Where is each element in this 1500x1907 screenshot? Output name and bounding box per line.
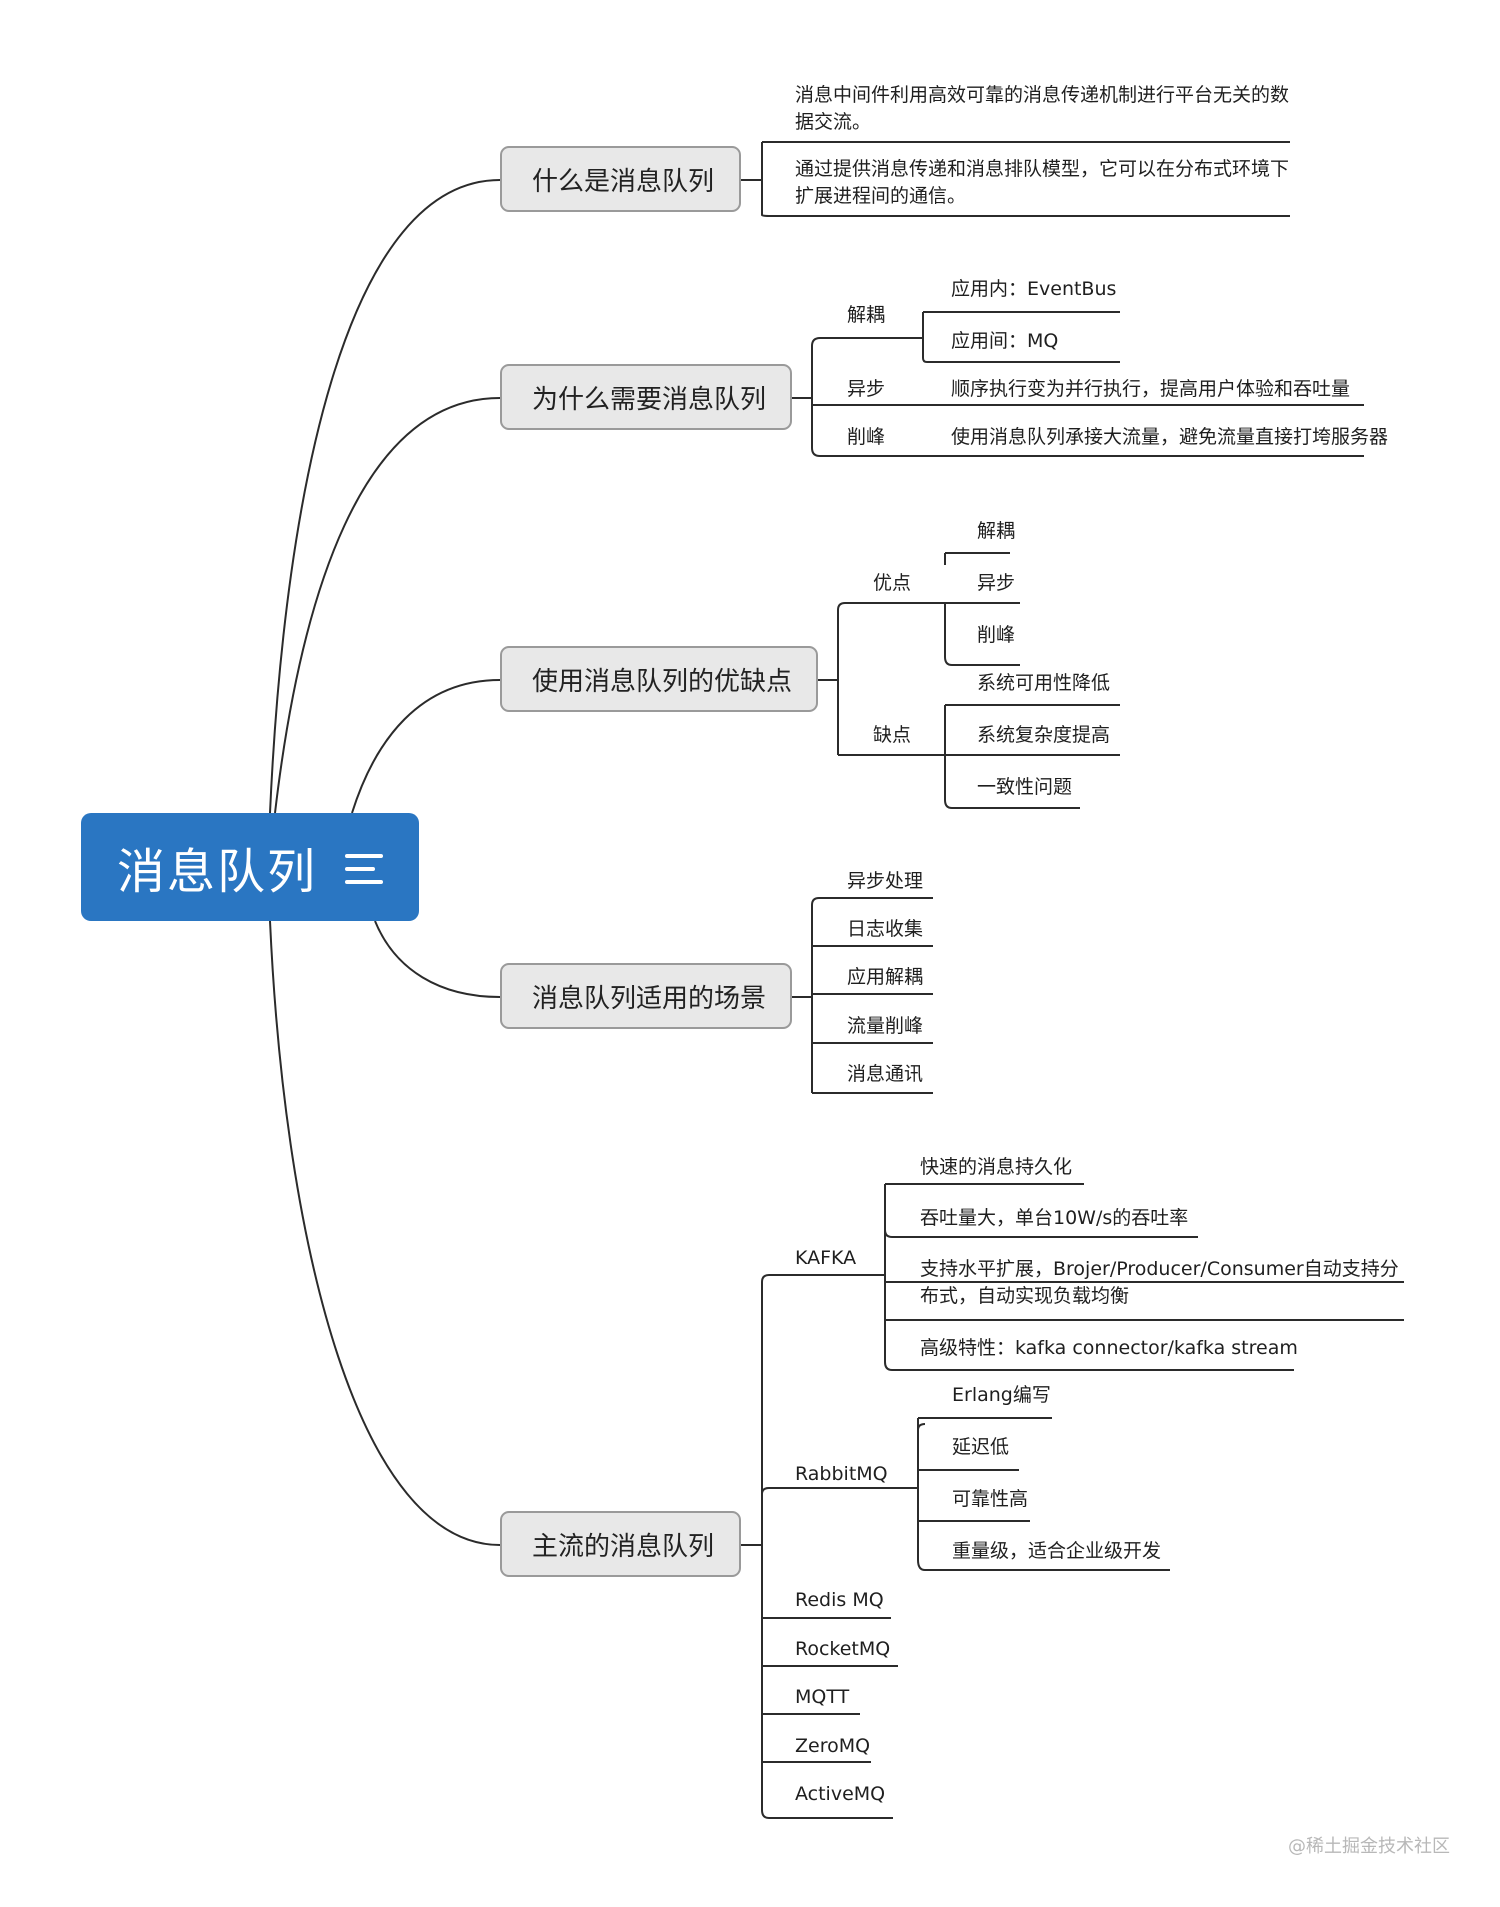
- watermark: @稀土掘金技术社区: [1288, 1836, 1450, 1857]
- rabbit-latency: 延迟低: [952, 1436, 1010, 1458]
- scenario-async: 异步处理: [847, 870, 924, 892]
- root-label: 消息队列: [116, 844, 317, 900]
- mq-kafka: KAFKA: [795, 1247, 857, 1269]
- menu-lines-icon: [345, 854, 383, 884]
- leaf-pro-decouple: 解耦: [977, 520, 1016, 542]
- mq-zeromq: ZeroMQ: [795, 1735, 871, 1757]
- mq-redis: Redis MQ: [795, 1589, 884, 1611]
- scenario-peak: 流量削峰: [847, 1015, 924, 1037]
- leaf-pro-peak: 削峰: [977, 624, 1016, 646]
- scenario-decouple: 应用解耦: [847, 966, 924, 988]
- branch-async: 异步: [847, 378, 886, 400]
- branch-cons: 缺点: [873, 724, 912, 746]
- leaf-mq: 应用间：MQ: [951, 330, 1059, 352]
- mq-mqtt: MQTT: [795, 1686, 850, 1708]
- topic-pros-cons[interactable]: 使用消息队列的优缺点: [500, 646, 818, 712]
- definition-line-2: 通过提供消息传递和消息排队模型，它可以在分布式环境下扩展进程间的通信。: [795, 158, 1290, 207]
- branch-decouple: 解耦: [847, 304, 886, 326]
- kafka-persist: 快速的消息持久化: [920, 1156, 1073, 1178]
- mq-activemq: ActiveMQ: [795, 1783, 886, 1805]
- leaf-con-complexity: 系统复杂度提高: [977, 724, 1111, 746]
- rabbit-heavy: 重量级，适合企业级开发: [952, 1540, 1162, 1562]
- definition-line-1: 消息中间件利用高效可靠的消息传递机制进行平台无关的数据交流。: [795, 84, 1290, 133]
- kafka-scaling: 支持水平扩展，Brojer/Producer/Consumer自动支持分布式，自…: [920, 1258, 1399, 1307]
- topic-why-mq[interactable]: 为什么需要消息队列: [500, 364, 792, 430]
- leaf-async-desc: 顺序执行变为并行执行，提高用户体验和吞吐量: [951, 378, 1351, 400]
- leaf-pro-async: 异步: [977, 572, 1016, 594]
- scenario-messaging: 消息通讯: [847, 1063, 924, 1085]
- topic-scenarios[interactable]: 消息队列适用的场景: [500, 963, 792, 1029]
- leaf-eventbus: 应用内：EventBus: [951, 278, 1117, 300]
- kafka-throughput: 吞吐量大，单台10W/s的吞吐率: [920, 1207, 1189, 1229]
- mq-rocketmq: RocketMQ: [795, 1638, 891, 1660]
- mq-rabbitmq: RabbitMQ: [795, 1463, 888, 1485]
- leaf-peak-desc: 使用消息队列承接大流量，避免流量直接打垮服务器: [951, 426, 1389, 448]
- rabbit-reliable: 可靠性高: [952, 1488, 1029, 1510]
- branch-peak: 削峰: [847, 426, 886, 448]
- leaf-con-consistency: 一致性问题: [977, 776, 1073, 798]
- leaf-con-availability: 系统可用性降低: [977, 672, 1111, 694]
- topic-what-is-mq[interactable]: 什么是消息队列: [500, 146, 741, 212]
- kafka-advanced: 高级特性：kafka connector/kafka stream: [920, 1337, 1298, 1359]
- scenario-log: 日志收集: [847, 918, 924, 940]
- root-node[interactable]: 消息队列: [81, 813, 419, 921]
- branch-pros: 优点: [873, 572, 912, 594]
- topic-mainstream-mq[interactable]: 主流的消息队列: [500, 1511, 741, 1577]
- rabbit-erlang: Erlang编写: [952, 1384, 1051, 1406]
